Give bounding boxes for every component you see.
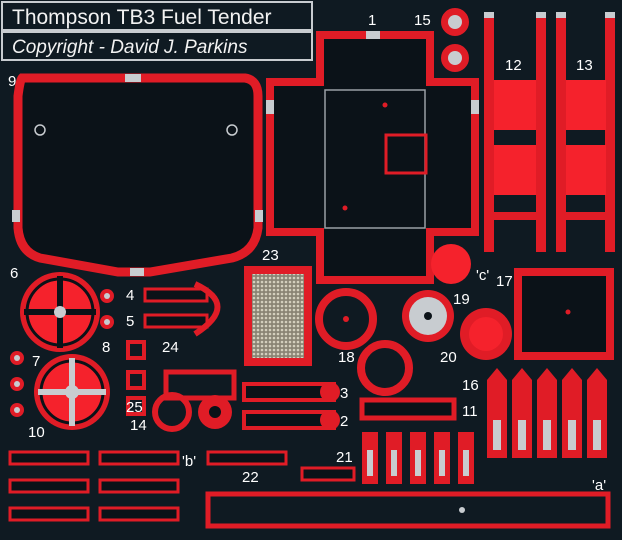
part-4-5-straps [143,281,221,337]
label-14: 14 [130,417,147,434]
part-1-tender-body [266,31,479,284]
label-8: 8 [102,339,110,356]
label-a: 'a' [592,477,606,494]
label-4: 4 [126,287,134,304]
part-c-disc [431,244,471,284]
part-6-wheel [20,272,100,352]
part-11-comb [359,397,474,484]
label-20: 20 [440,349,457,366]
label-2: 2 [340,413,348,430]
part-8-bolts [100,289,114,329]
label-c: 'c' [476,267,489,284]
label-7: 7 [32,353,40,370]
part-13-ladder [556,12,615,252]
label-5: 5 [126,313,134,330]
part-3-key [242,382,340,402]
label-18: 18 [338,349,355,366]
label-23: 23 [262,247,279,264]
copyright-text: Copyright - David J. Parkins [12,37,248,58]
part-9-back-panel [12,73,263,277]
label-22: 22 [242,469,259,486]
label-1: 1 [368,12,376,29]
part-labels: 1 2 3 4 5 6 7 8 9 10 11 12 13 14 15 16 1… [8,12,606,494]
part-20-disc [460,308,512,360]
label-10: 10 [28,424,45,441]
bottom-left-strips [8,450,288,522]
label-25: 25 [126,399,143,416]
part-25-brackets [126,340,146,416]
part-16-spikes [487,368,607,458]
label-24: 24 [162,339,179,356]
label-9: 9 [8,73,16,90]
part-24-loop [163,369,237,401]
title-plate: Thompson TB3 Fuel Tender [1,1,313,31]
part-15-discs [441,8,469,72]
label-3: 3 [340,385,348,402]
ring-under-18 [357,340,413,396]
part-14-cog [152,392,232,432]
fret-title: Thompson TB3 Fuel Tender [12,6,272,29]
label-6: 6 [10,265,18,282]
part-7-rings [10,351,24,417]
part-2-key [242,410,340,430]
copyright-plate: Copyright - David J. Parkins [1,31,313,61]
part-a-long-strip [205,491,611,529]
spoked-wheel [34,354,110,430]
label-16: 16 [462,377,479,394]
part-12-ladder [484,12,546,252]
part-23-mesh-grille [244,266,312,366]
label-17: 17 [496,273,513,290]
part-19-gauge [402,290,454,342]
label-15: 15 [414,12,431,29]
part-18-ring [315,288,377,350]
label-b: 'b' [182,453,196,470]
label-21: 21 [336,449,353,466]
label-19: 19 [453,291,470,308]
part-21-strip [300,466,356,482]
part-17-frame [514,268,614,360]
label-13: 13 [576,57,593,74]
label-12: 12 [505,57,522,74]
label-11: 11 [462,403,478,420]
